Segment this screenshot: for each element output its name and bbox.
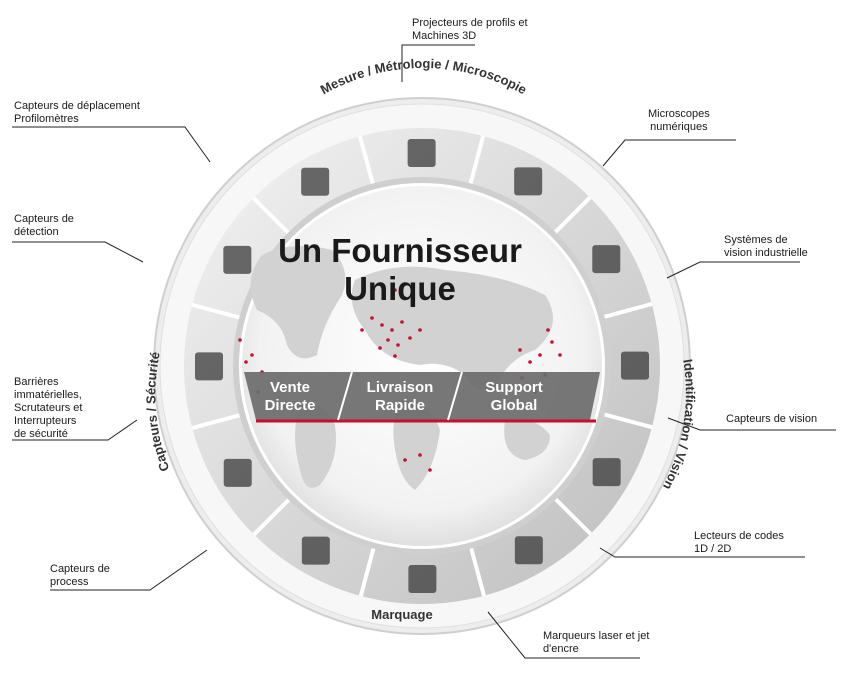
band-livraison-line2: Rapide <box>375 397 425 414</box>
location-dot <box>558 353 562 357</box>
callout-detection: Capteurs de détection <box>14 213 74 238</box>
callout-microscopes: Microscopes numériques <box>648 108 710 133</box>
location-dot <box>360 328 364 332</box>
tile-divider <box>603 412 653 430</box>
location-dot <box>380 323 384 327</box>
band-vente-line1: Vente <box>270 379 310 396</box>
location-dot <box>428 468 432 472</box>
tile-divider <box>358 135 375 186</box>
tile-divider <box>553 195 592 235</box>
title-line2: Unique <box>344 270 456 307</box>
tile-divider <box>358 547 376 597</box>
location-dot <box>390 328 394 332</box>
location-dot <box>238 338 242 342</box>
callout-capteurs-vision: Capteurs de vision <box>726 413 818 425</box>
leader-lines <box>12 44 836 659</box>
product-image <box>592 245 621 274</box>
product-image <box>514 167 543 196</box>
product-tiles <box>191 135 653 597</box>
location-dot <box>370 316 374 320</box>
location-dot <box>396 343 400 347</box>
band-livraison-line1: Livraison <box>367 379 434 396</box>
location-dot <box>386 338 390 342</box>
location-dot <box>378 346 382 350</box>
ring-label-bottom: Marquage <box>371 607 432 622</box>
product-image <box>195 352 224 381</box>
product-image <box>407 139 436 168</box>
location-dot <box>408 336 412 340</box>
product-image <box>301 536 330 565</box>
tile-divider <box>468 135 486 185</box>
callout-deplacement: Capteurs de déplacement Profilomètres <box>14 100 140 125</box>
tile-divider <box>553 497 593 536</box>
location-dot <box>400 320 404 324</box>
location-dot <box>418 328 422 332</box>
band-support-line1: Support <box>485 379 543 396</box>
product-image <box>408 564 437 593</box>
location-dot <box>244 360 248 364</box>
tile-divider <box>469 546 486 597</box>
product-image <box>514 536 543 565</box>
callout-codes: Lecteurs de codes 1D / 2D <box>694 530 784 555</box>
callout-barrieres: Barrières immatérielles, Scrutateurs et … <box>14 376 83 440</box>
band-support-line2: Global <box>491 397 538 414</box>
product-image <box>223 245 252 274</box>
tile-divider <box>602 302 653 319</box>
band-vente-line2: Directe <box>265 397 316 414</box>
location-dot <box>538 353 542 357</box>
location-dot <box>250 353 254 357</box>
callout-projecteurs: Projecteurs de profils et Machines 3D <box>412 17 528 42</box>
product-image <box>301 167 330 196</box>
location-dot <box>393 354 397 358</box>
tile-divider <box>191 413 242 430</box>
ring-label-top: Mesure / Métrologie / Microscopie <box>318 56 529 97</box>
callout-vision-industrielle: Systèmes de vision industrielle <box>724 234 808 259</box>
title-line1: Un Fournisseur <box>278 232 522 269</box>
tile-divider <box>252 497 291 537</box>
product-image <box>223 458 252 487</box>
callout-process: Capteurs de process <box>50 563 110 588</box>
location-dot <box>418 453 422 457</box>
tile-divider <box>191 302 241 320</box>
location-dot <box>528 360 532 364</box>
location-dot <box>403 458 407 462</box>
tile-divider <box>251 196 291 235</box>
callout-marqueurs: Marqueurs laser et jet d'encre <box>543 630 650 655</box>
location-dot <box>550 340 554 344</box>
location-dot <box>518 348 522 352</box>
location-dot <box>546 328 550 332</box>
product-image <box>620 351 649 380</box>
service-band: Vente Directe Livraison Rapide Support G… <box>244 371 600 423</box>
location-dot <box>393 288 397 292</box>
product-image <box>592 458 621 487</box>
